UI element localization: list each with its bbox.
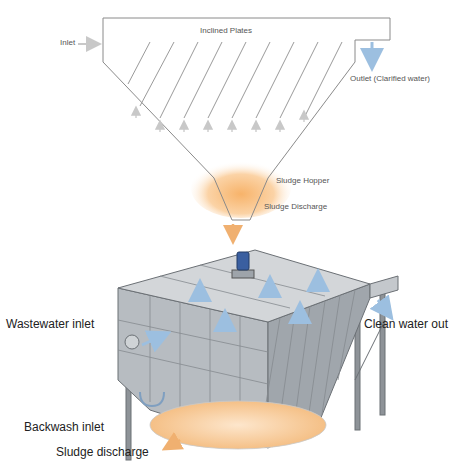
part-label: Inclined Plates [200, 26, 252, 35]
part-label: Clean water out [364, 318, 448, 332]
part-label: Outlet (Clarified water) [350, 74, 430, 83]
part-label: Sludge Discharge [264, 202, 327, 211]
part-label: Sludge Hopper [276, 176, 329, 185]
part-label: Sludge discharge [56, 446, 149, 460]
part-label: Backwash inlet [24, 421, 104, 435]
part-label: Inlet [60, 38, 75, 47]
part-label: Wastewater inlet [6, 318, 94, 332]
